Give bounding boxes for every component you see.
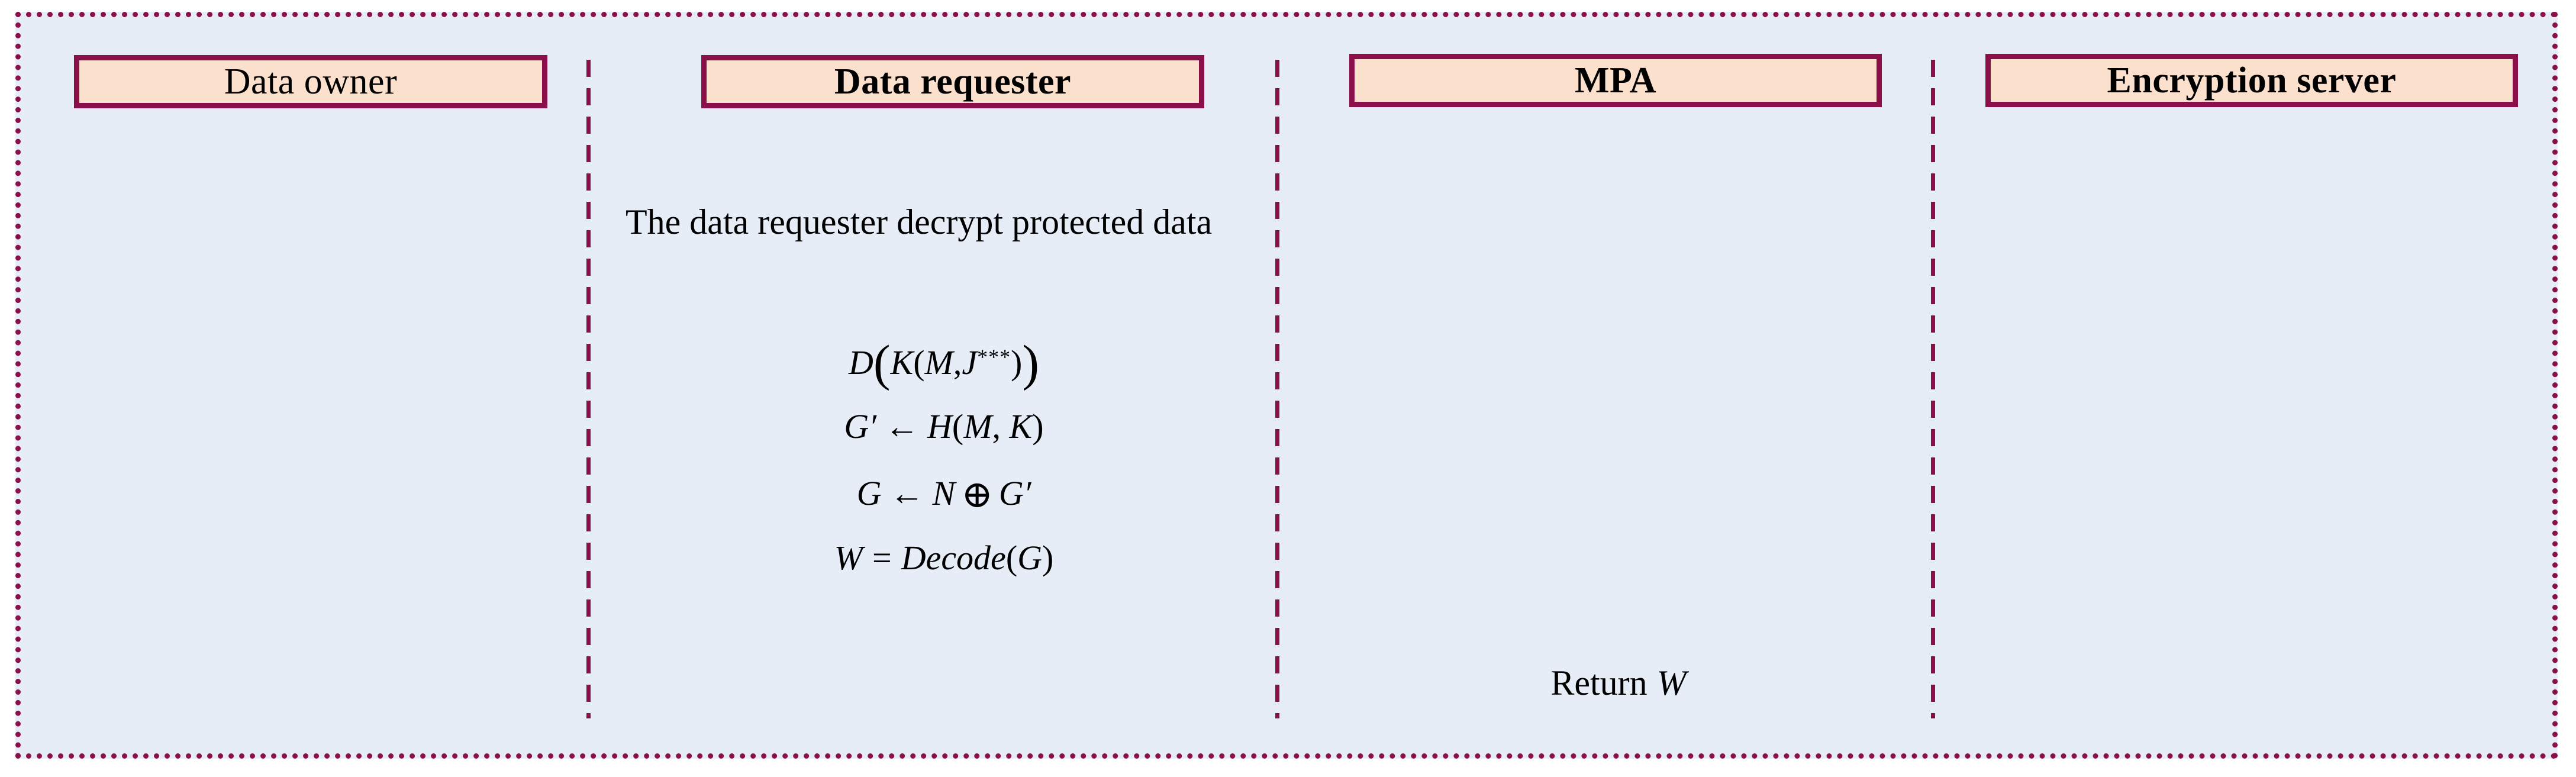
actor-box-data-owner[interactable]: Data owner [74,55,547,108]
actor-label-encryption-server: Encryption server [2107,60,2397,101]
actor-label-data-requester: Data requester [834,62,1072,102]
requester-description: The data requester decrypt protected dat… [626,202,1213,241]
actor-label-data-owner: Data owner [224,62,398,102]
return-keyword: Return [1550,663,1648,702]
lane-divider-requester-mpa [1275,60,1279,718]
formula-hash: G′←H(M, K) [844,407,1044,446]
requester-formula-list: D(K(M,J***)) G′←H(M, K) G←N⊕G′ W=Decode(G) [612,334,1275,577]
formula-xor: G←N⊕G′ [856,473,1031,515]
formula-decode: W=Decode(G) [834,539,1054,577]
return-value: W [1656,663,1687,702]
actor-box-encryption-server[interactable]: Encryption server [1985,54,2518,107]
lane-divider-owner-requester [586,60,591,718]
swimlane-frame: Data owner Data requester MPA Encryption… [15,12,2558,759]
actor-box-mpa[interactable]: MPA [1349,54,1882,107]
actor-label-mpa: MPA [1574,60,1657,101]
actor-box-data-requester[interactable]: Data requester [701,55,1204,108]
lane-divider-mpa-encserver [1931,60,1935,718]
formula-decrypt: D(K(M,J***)) [848,334,1040,391]
